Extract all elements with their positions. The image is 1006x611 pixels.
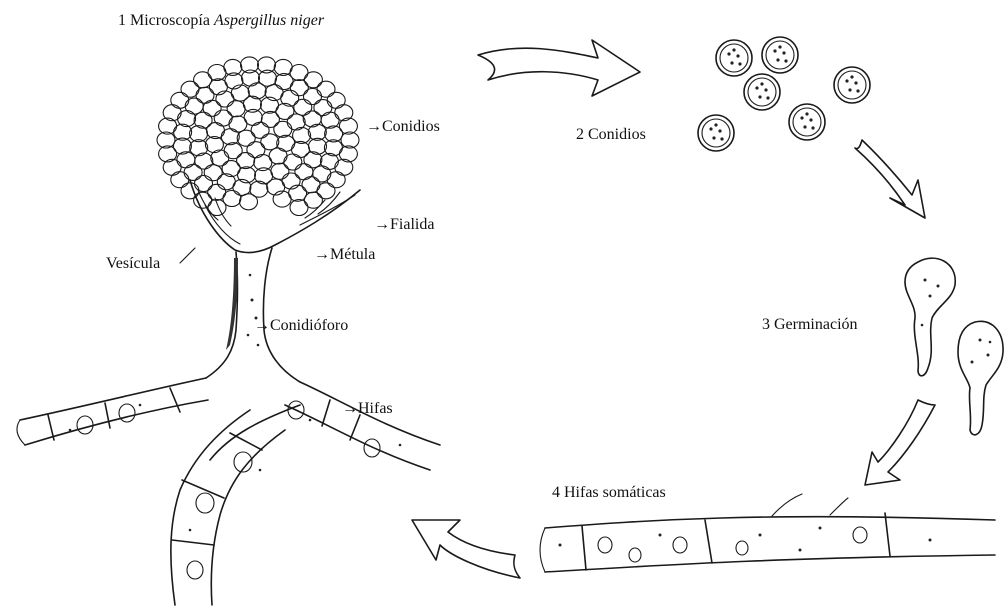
label-hifas: →Hifas — [342, 400, 393, 418]
conidium — [237, 130, 255, 146]
conidium — [184, 164, 202, 180]
conidium — [295, 164, 313, 180]
germinating-spore-2 — [958, 321, 1003, 435]
stage-4-label: 4 Hifas somáticas — [552, 484, 666, 502]
conidium — [194, 72, 212, 88]
conidium — [304, 89, 322, 105]
conidium — [302, 177, 320, 193]
conidium — [304, 72, 322, 88]
conidium — [271, 163, 289, 179]
conidium — [251, 122, 269, 138]
conidium — [221, 129, 239, 145]
label-vesicula: Vesícula — [106, 255, 160, 273]
arrow-glyph: → — [314, 246, 330, 263]
conidium — [195, 176, 213, 192]
conidium — [237, 153, 255, 169]
vesicula-leader — [180, 248, 195, 263]
title-prefix: 1 Microscopía — [118, 12, 214, 29]
conidium — [171, 172, 189, 188]
arrow-to-germination — [855, 140, 925, 218]
arrow-to-conidia — [478, 40, 640, 96]
conidial-head — [157, 57, 359, 216]
conidium — [274, 121, 292, 137]
germinating-spore-1 — [905, 258, 955, 376]
title-species: Aspergillus niger — [214, 12, 324, 29]
conidium — [269, 148, 287, 164]
spore — [789, 104, 825, 140]
spore — [716, 40, 752, 76]
arrow-to-hyphae — [865, 400, 935, 485]
conidium — [261, 111, 279, 127]
arrow-glyph: → — [374, 216, 390, 233]
conidium — [163, 105, 181, 121]
conidium — [304, 152, 322, 168]
somatic-hyphae-drawing — [540, 494, 995, 572]
arrow-to-microscopy — [412, 520, 520, 578]
conidiophore-drawing — [206, 248, 300, 382]
stage-3-label: 3 Germinación — [762, 316, 858, 334]
conidium — [277, 135, 295, 151]
conidium — [273, 191, 291, 207]
conidium — [247, 142, 265, 158]
conidium — [294, 99, 312, 115]
stage-2-label: 2 Conidios — [576, 126, 646, 144]
diagram-title: 1 Microscopía Aspergillus niger — [118, 12, 324, 30]
spore — [744, 74, 780, 110]
conidium — [284, 154, 302, 170]
conidium — [204, 165, 222, 181]
conidium — [317, 81, 335, 97]
conidium — [327, 92, 345, 108]
label-conidioforo: →Conidióforo — [254, 317, 348, 335]
arrow-glyph: → — [254, 317, 270, 334]
arrow-glyph: → — [342, 400, 358, 417]
spore — [698, 115, 734, 151]
arrow-glyph: → — [366, 118, 382, 135]
conidium — [290, 80, 308, 96]
spore — [834, 67, 870, 103]
conidium — [185, 98, 203, 114]
conidium — [314, 100, 332, 116]
conidium — [208, 184, 226, 200]
conidium — [178, 111, 196, 127]
label-conidios: →Conidios — [366, 118, 440, 136]
conidium — [261, 134, 279, 150]
conidium — [290, 200, 308, 216]
conidium — [196, 87, 214, 103]
conidium — [313, 166, 331, 182]
conidium — [203, 100, 221, 116]
conidium — [327, 172, 345, 188]
conidium — [171, 92, 189, 108]
conidium — [214, 110, 232, 126]
conidium — [335, 159, 353, 175]
label-metula: →Métula — [314, 246, 375, 264]
conidium — [224, 143, 242, 159]
spores-drawing — [698, 37, 870, 151]
label-fialida: →Fialida — [374, 216, 434, 234]
spore — [762, 37, 798, 73]
conidium — [227, 101, 245, 117]
conidium — [194, 112, 212, 128]
